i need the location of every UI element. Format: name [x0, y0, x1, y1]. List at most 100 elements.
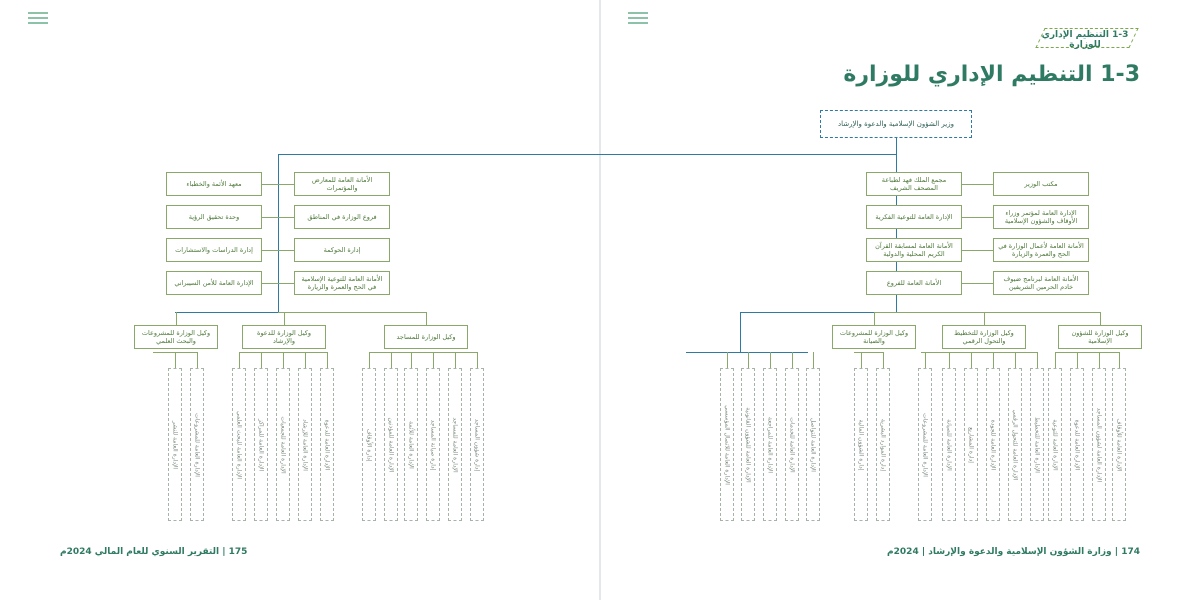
right-vertical-connector [925, 352, 926, 368]
right-vertical-connector [1099, 352, 1100, 368]
right-vertical-box: إدارة الشؤون المالية [854, 368, 868, 521]
left-vertical-label: إدارة صيانة المساجد [429, 419, 437, 470]
left-vertical-label: الإدارة العامة للجمعيات [279, 415, 287, 474]
left-vertical-label: الإدارة العامة للدعوة [323, 419, 331, 470]
right-spine-line [896, 154, 897, 312]
right-vertical-box: الإدارة العامة للأوقاف [1112, 368, 1126, 521]
right-group2-bar [921, 352, 1037, 353]
left-vertical-label: الإدارة العامة للمؤذنين [387, 416, 395, 473]
left-vertical-connector [477, 352, 478, 368]
right-vertical-label: الإدارة العامة للجودة [989, 419, 997, 470]
right-vertical-connector [727, 352, 728, 368]
right-vertical-label: الإدارة العامة للخدمات [788, 416, 796, 473]
org-trunk-line [896, 138, 897, 154]
left-group2-bar [239, 352, 327, 353]
left-vertical-connector [455, 352, 456, 368]
left-vertical-label: الإدارة العامة للإرشاد [301, 418, 309, 471]
org-top-horizontal-line [278, 154, 897, 155]
right-col-b-box: مجمع الملك فهد لطباعة المصحف الشريف [866, 172, 962, 196]
right-vertical-connector [748, 352, 749, 368]
right-vertical-label: إدارة الشؤون المالية [857, 419, 865, 470]
left-vertical-box: الإدارة العامة للمشروعات [190, 368, 204, 521]
right-vertical-box: الإدارة العامة للمشروعات [918, 368, 932, 521]
left-vertical-connector [239, 352, 240, 368]
right-vertical-box: الإدارة العامة للتخطيط [1030, 368, 1044, 521]
menu-icon-right[interactable] [628, 12, 648, 27]
left-vertical-box: الإدارة العامة للنشر [168, 368, 182, 521]
left-col-b-connector [262, 217, 294, 218]
right-vertical-connector [1037, 352, 1038, 368]
right-vertical-connector [993, 352, 994, 368]
right-vertical-label: الإدارة العامة للتخطيط [1033, 416, 1041, 473]
right-vertical-connector [971, 352, 972, 368]
left-group3-bar [153, 352, 197, 353]
left-vertical-connector [197, 352, 198, 368]
right-col-a-box: الأمانة العامة لبرنامج ضيوف خادم الحرمين… [993, 271, 1089, 295]
left-vertical-label: الإدارة العامة للبحث العلمي [235, 410, 243, 479]
right-branch-bar [686, 352, 808, 353]
right-vertical-connector [883, 352, 884, 368]
left-col-b-connector [262, 250, 294, 251]
left-col-a-box: الأمانة العامة للتوعية الإسلامية في الحج… [294, 271, 390, 295]
left-deputy-connector [284, 312, 285, 325]
left-vertical-connector [175, 352, 176, 368]
left-spine-line [278, 154, 279, 312]
left-vertical-connector [411, 352, 412, 368]
page-gutter [599, 0, 601, 600]
left-vertical-box: إدارة شؤون المساجد [470, 368, 484, 521]
left-deputy-box: وكيل الوزارة للدعوة والإرشاد [242, 325, 326, 349]
right-vertical-box: الإدارة العامة للجودة [986, 368, 1000, 521]
right-vertical-label: الإدارة العامة للتحول الرقمي [1011, 409, 1019, 480]
right-col-b-box: الأمانة العامة لمسابقة القرآن الكريم الم… [866, 238, 962, 262]
left-vertical-connector [433, 352, 434, 368]
right-vertical-box: الإدارة العامة للصيانة [942, 368, 956, 521]
right-vertical-box: الإدارة العامة للاتصال المؤسسي [720, 368, 734, 521]
left-col-b-box: الإدارة العامة للأمن السيبراني [166, 271, 262, 295]
right-vertical-label: الإدارة العامة للدعوة [1073, 419, 1081, 470]
left-deputy-box: وكيل الوزارة للمشروعات والبحث العلمي [134, 325, 218, 349]
right-vertical-box: الإدارة العامة للشؤون القانونية [741, 368, 755, 521]
left-vertical-box: الإدارة العامة للمؤذنين [384, 368, 398, 521]
right-vertical-box: الإدارة العامة للتواصل [806, 368, 820, 521]
left-vertical-box: الإدارة العامة للدعوة [320, 368, 334, 521]
left-col-b-connector [262, 283, 294, 284]
right-vertical-box: إدارة الموارد البشرية [876, 368, 890, 521]
left-vertical-connector [305, 352, 306, 368]
left-vertical-box: الإدارة العامة للمساجد [448, 368, 462, 521]
left-vertical-label: الإدارة العامة للأئمة [407, 420, 415, 469]
left-deputy-box: وكيل الوزارة للمساجد [384, 325, 468, 349]
right-vertical-label: الإدارة العامة للتواصل [809, 417, 817, 472]
right-vertical-connector [770, 352, 771, 368]
left-vertical-label: إدارة الأوقاف [365, 428, 373, 461]
section-tag-label: 1-3 التنظيم الإداري للوزارة [1041, 30, 1129, 50]
menu-icon-left[interactable] [28, 12, 48, 27]
left-vertical-label: الإدارة العامة للمساجد [451, 416, 459, 473]
right-deputy-box: وكيل الوزارة للشؤون الإسلامية [1058, 325, 1142, 349]
right-group1-bar [1055, 352, 1120, 353]
left-vertical-connector [283, 352, 284, 368]
left-footer: 175 | التقرير السنوي للعام المالي 2024م [60, 547, 248, 557]
right-vertical-connector [1055, 352, 1056, 368]
right-vertical-box: الإدارة العامة للمراجعة [763, 368, 777, 521]
left-col-b-connector [262, 184, 294, 185]
left-col-a-box: الأمانة العامة للمعارض والمؤتمرات [294, 172, 390, 196]
left-col-a-box: فروع الوزارة في المناطق [294, 205, 390, 229]
left-vertical-label: إدارة شؤون المساجد [473, 418, 481, 471]
right-col-a-box: الإدارة العامة لمؤتمر وزراء الأوقاف والش… [993, 205, 1089, 229]
right-vertical-label: الإدارة العامة للاتصال المؤسسي [723, 404, 731, 485]
right-deputy-connector [1100, 312, 1101, 325]
left-col-a-box: إدارة الحوكمة [294, 238, 390, 262]
right-footer: 174 | وزارة الشؤون الإسلامية والدعوة وال… [887, 547, 1140, 557]
left-vertical-connector [327, 352, 328, 368]
right-vertical-connector [949, 352, 950, 368]
right-deputy-connector [984, 312, 985, 325]
right-col-a-box: مكتب الوزير [993, 172, 1089, 196]
left-col-b-box: إدارة الدراسات والاستشارات [166, 238, 262, 262]
right-vertical-box: الإدارة العامة للتحول الرقمي [1008, 368, 1022, 521]
left-vertical-box: الإدارة العامة للإرشاد [298, 368, 312, 521]
right-vertical-connector [1015, 352, 1016, 368]
left-vertical-box: الإدارة العامة للبحث العلمي [232, 368, 246, 521]
left-vertical-box: الإدارة العامة للأئمة [404, 368, 418, 521]
left-col-b-box: وحدة تحقيق الرؤية [166, 205, 262, 229]
right-vertical-label: الإدارة العامة للشؤون القانونية [744, 406, 752, 483]
